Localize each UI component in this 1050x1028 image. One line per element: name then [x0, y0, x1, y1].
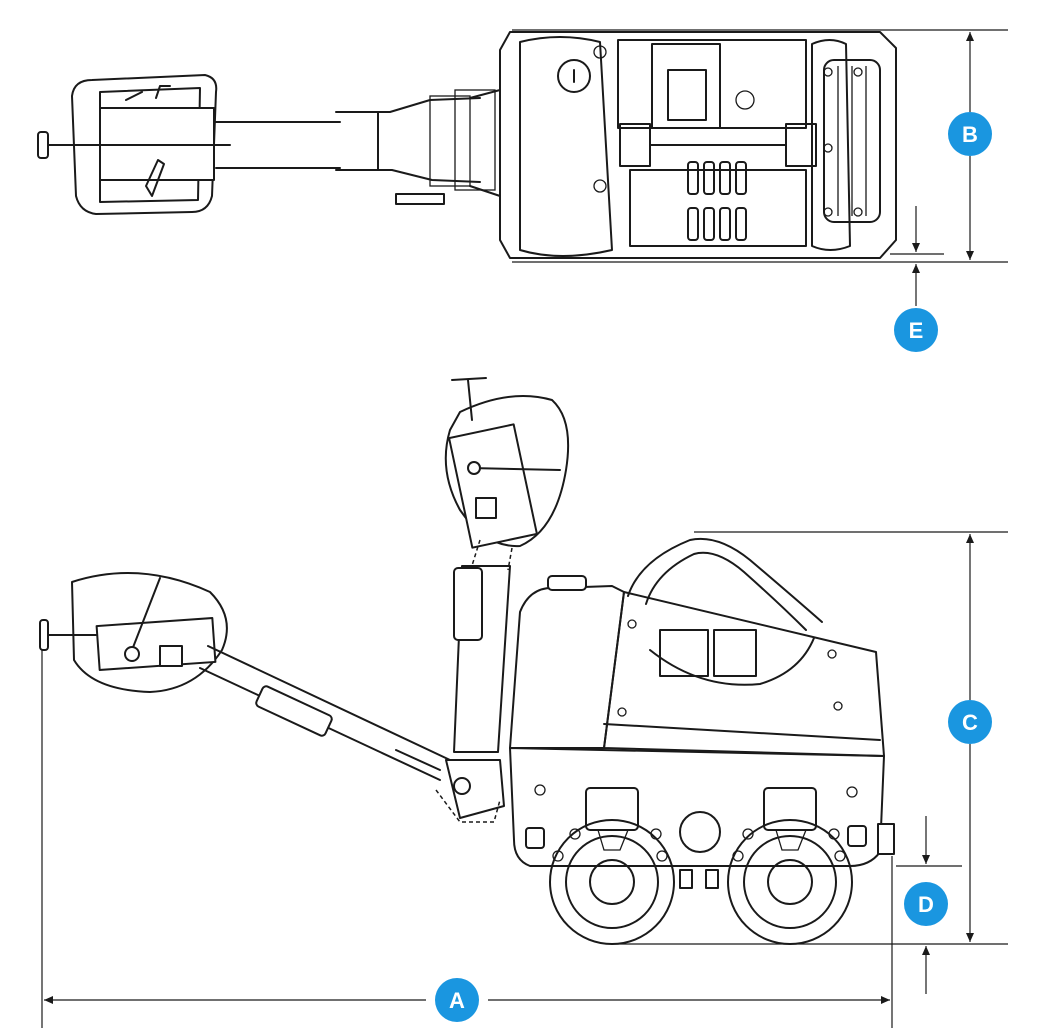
top-view-body	[499, 31, 897, 259]
dimension-a	[41, 650, 893, 1028]
badge-e: E	[894, 308, 938, 352]
engine-cover-vents	[687, 161, 747, 241]
badge-a: A	[435, 978, 479, 1022]
dimension-d	[896, 816, 962, 994]
top-view-boom	[215, 89, 501, 205]
badge-c-label: C	[962, 710, 978, 735]
side-view-boom-upright	[435, 565, 511, 823]
badge-a-label: A	[449, 988, 465, 1013]
top-view	[37, 29, 1008, 306]
side-view	[39, 377, 1008, 1028]
badge-d: D	[904, 882, 948, 926]
badge-d-label: D	[918, 892, 934, 917]
dimension-c	[612, 531, 1008, 945]
dimension-e	[890, 206, 944, 306]
side-view-drums	[549, 819, 853, 945]
badge-c: C	[948, 700, 992, 744]
side-view-handle-lowered	[39, 572, 228, 693]
top-view-handle	[37, 74, 231, 215]
badge-e-label: E	[909, 318, 924, 343]
dimension-b	[512, 29, 1008, 263]
side-view-body	[509, 537, 895, 867]
badge-b: B	[948, 112, 992, 156]
badge-b-label: B	[962, 122, 978, 147]
side-view-boom-lowered	[199, 645, 505, 819]
side-view-handle-upright	[444, 377, 570, 573]
